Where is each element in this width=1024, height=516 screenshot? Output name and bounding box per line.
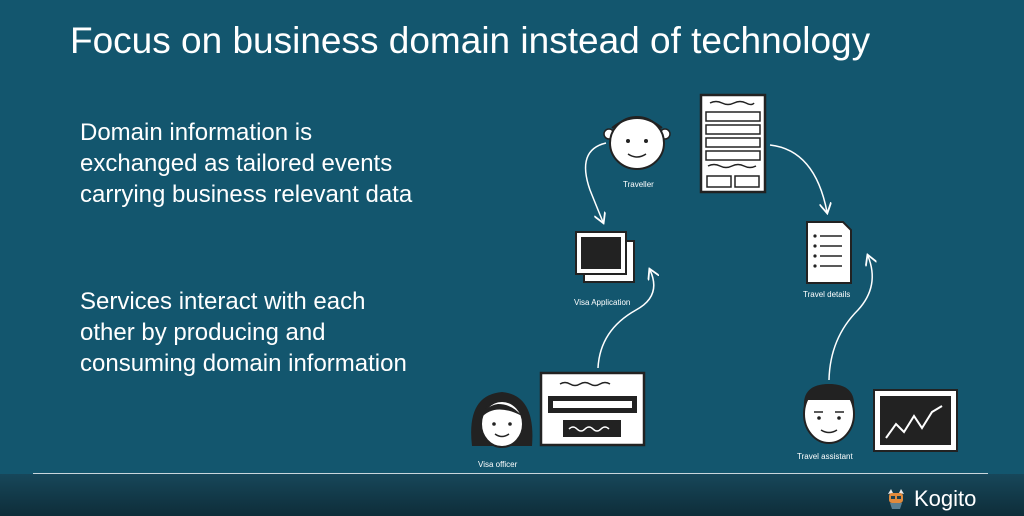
form-document-icon [699,93,767,194]
paragraph-line: other by producing and [80,319,326,346]
paragraph-line: Services interact with each [80,288,366,315]
traveller-label: Traveller [623,180,654,189]
chart-monitor-icon [873,389,958,452]
paragraph-domain-information: Domain information is exchanged as tailo… [80,117,450,210]
arrow-form-to-travel-details [769,144,827,212]
divider [33,473,988,474]
kogito-wordmark: Kogito [914,486,977,511]
paragraph-line: Domain information is [80,119,313,146]
kogito-brand: Kogito [885,485,976,513]
visa-application-icon [575,231,635,283]
visa-application-label: Visa Application [574,298,630,307]
kogito-logo-icon [888,489,904,509]
arrow-travel-assistant-to-travel-details [828,256,872,381]
arrow-visa-officer-to-visa-application [597,270,654,369]
slide-title: Focus on business domain instead of tech… [70,20,871,61]
paragraph-line: consuming domain information [80,350,407,377]
visa-officer-face-icon [471,392,533,448]
travel-details-icon [806,221,852,284]
paragraph-line: exchanged as tailored events [80,150,393,177]
visa-officer-form-icon [539,371,646,447]
traveller-face-icon [603,116,671,170]
travel-assistant-label: Travel assistant [797,452,854,461]
visa-officer-label: Visa officer [478,460,518,469]
paragraph-line: carrying business relevant data [80,181,413,208]
travel-assistant-face-icon [803,384,855,444]
footer-bar [0,474,1024,516]
paragraph-services-interact: Services interact with each other by pro… [80,286,450,379]
travel-details-label: Travel details [803,290,850,299]
arrow-traveller-to-visa-application [584,142,607,222]
